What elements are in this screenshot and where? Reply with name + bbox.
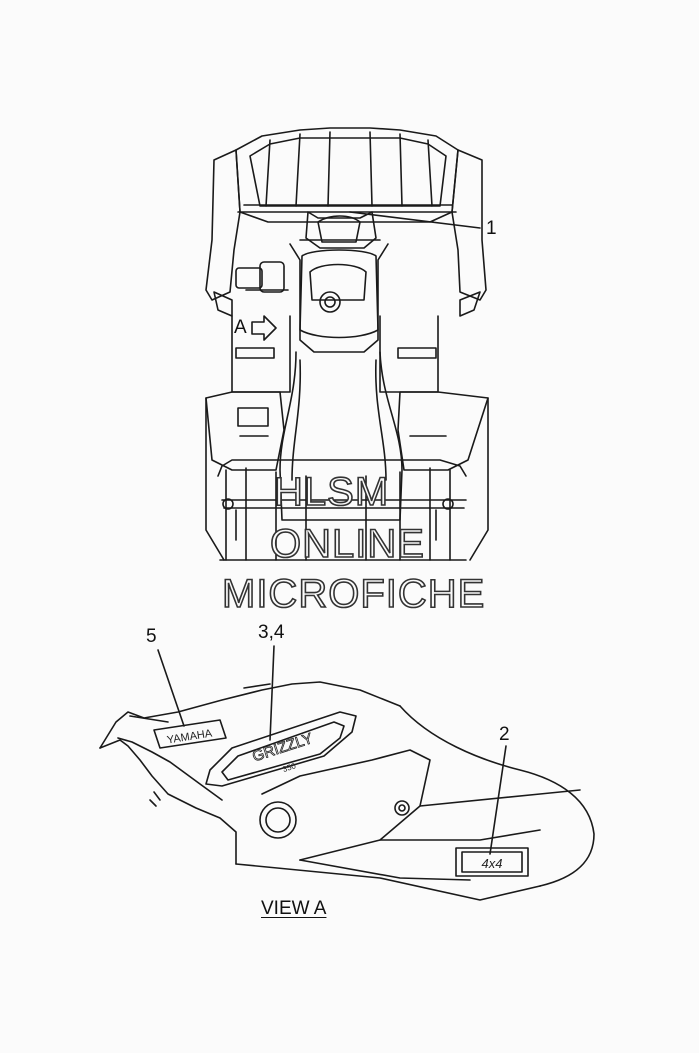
yamaha-decal bbox=[153, 719, 227, 749]
four-by-four-decal bbox=[455, 847, 529, 877]
callout-3-4: 3,4 bbox=[258, 622, 285, 643]
watermark-line-1: HLSM bbox=[273, 470, 390, 514]
watermark-line-2: ONLINE bbox=[269, 522, 425, 566]
view-a-label: VIEW A bbox=[261, 898, 327, 919]
view-arrow-label: A bbox=[234, 317, 247, 338]
grizzly-decal bbox=[205, 711, 357, 787]
leader-line-5 bbox=[157, 649, 185, 727]
leader-line-2 bbox=[489, 745, 507, 855]
atv-side-view bbox=[99, 681, 595, 901]
leader-line-3-4 bbox=[269, 645, 275, 741]
four-by-four-decal-text: 4x4 bbox=[482, 856, 503, 871]
grizzly-decal-text: GRIZZLY bbox=[250, 730, 314, 765]
view-arrow-icon bbox=[251, 315, 277, 341]
callout-2: 2 bbox=[499, 724, 510, 745]
callout-1: 1 bbox=[486, 218, 497, 239]
watermark-line-3: MICROFICHE bbox=[221, 572, 486, 616]
atv-top-view bbox=[205, 127, 489, 561]
callout-5: 5 bbox=[146, 626, 157, 647]
leader-line-1 bbox=[349, 211, 481, 229]
grizzly-model-text: 350 bbox=[281, 761, 297, 774]
